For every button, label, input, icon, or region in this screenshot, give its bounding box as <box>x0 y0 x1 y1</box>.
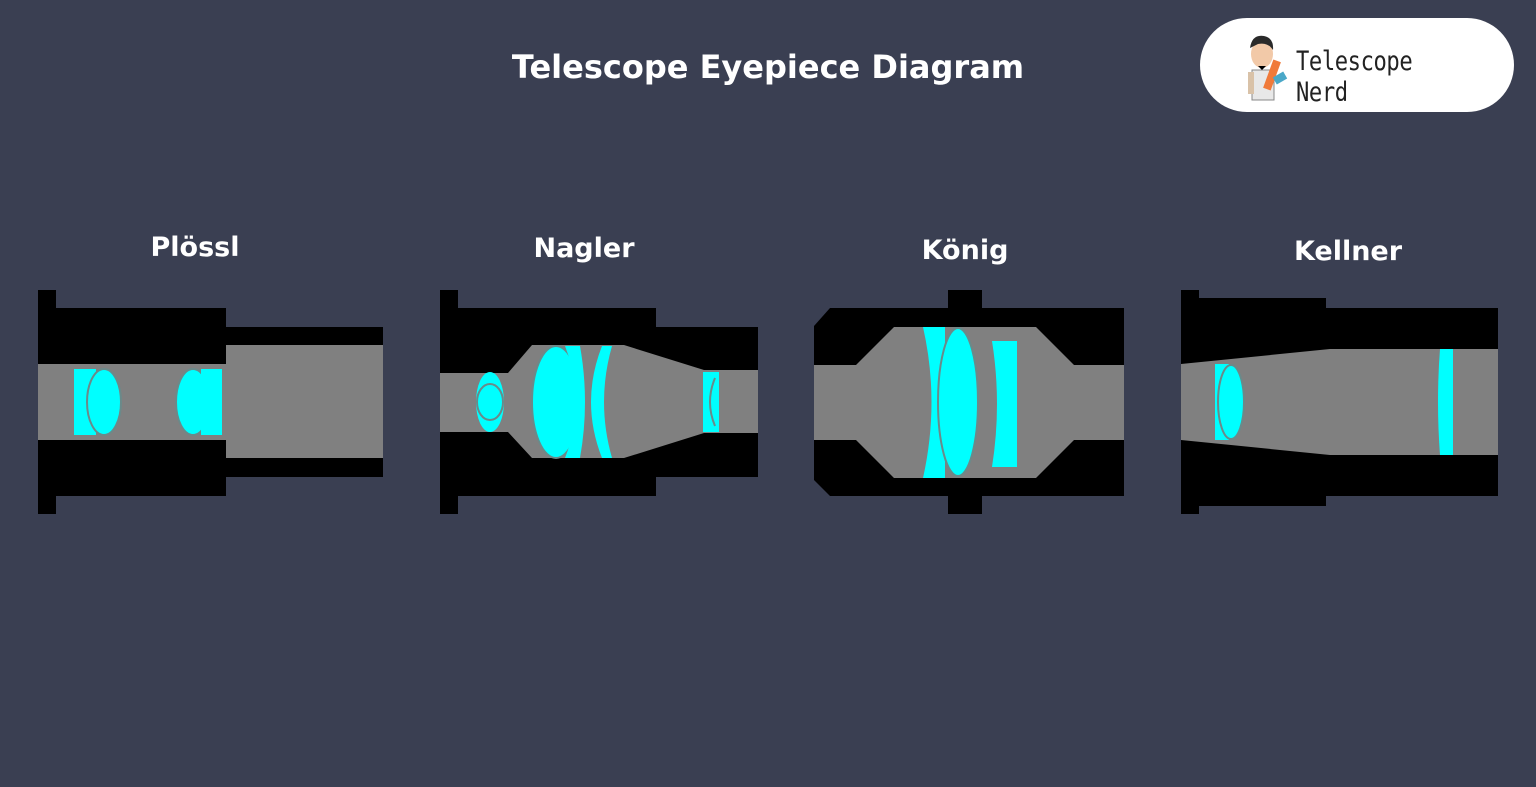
nagler-lens-1 <box>476 372 504 432</box>
konig-lens-2 <box>992 341 1017 467</box>
kellner-light-path <box>1181 349 1498 455</box>
label-plossl: Plössl <box>150 232 240 263</box>
kellner-top-lip <box>1199 298 1326 310</box>
nagler-lens-4 <box>703 372 719 432</box>
plossl-lens-1 <box>74 368 122 436</box>
eyepiece-plossl <box>38 290 383 514</box>
logo-badge[interactable]: Telescope Nerd <box>1200 18 1514 112</box>
nagler-lens-3 <box>591 346 612 458</box>
kellner-bottom-lip <box>1199 494 1326 506</box>
label-kellner: Kellner <box>1293 236 1403 267</box>
page-title: Telescope Eyepiece Diagram <box>511 48 1025 86</box>
kellner-lens-1 <box>1215 364 1245 440</box>
logo-text: Telescope Nerd <box>1296 46 1413 108</box>
label-konig: König <box>921 235 1009 266</box>
eyepiece-nagler <box>440 290 758 514</box>
label-nagler: Nagler <box>533 233 635 264</box>
nagler-lens-2 <box>531 345 585 459</box>
telescope-nerd-mascot-icon <box>1248 35 1288 101</box>
eyepiece-konig <box>814 290 1124 514</box>
eyepiece-kellner <box>1181 290 1498 514</box>
konig-lens-1 <box>923 327 979 478</box>
plossl-lens-2 <box>175 368 222 436</box>
plossl-light-path-wide <box>226 345 383 458</box>
kellner-lens-2 <box>1438 349 1453 455</box>
